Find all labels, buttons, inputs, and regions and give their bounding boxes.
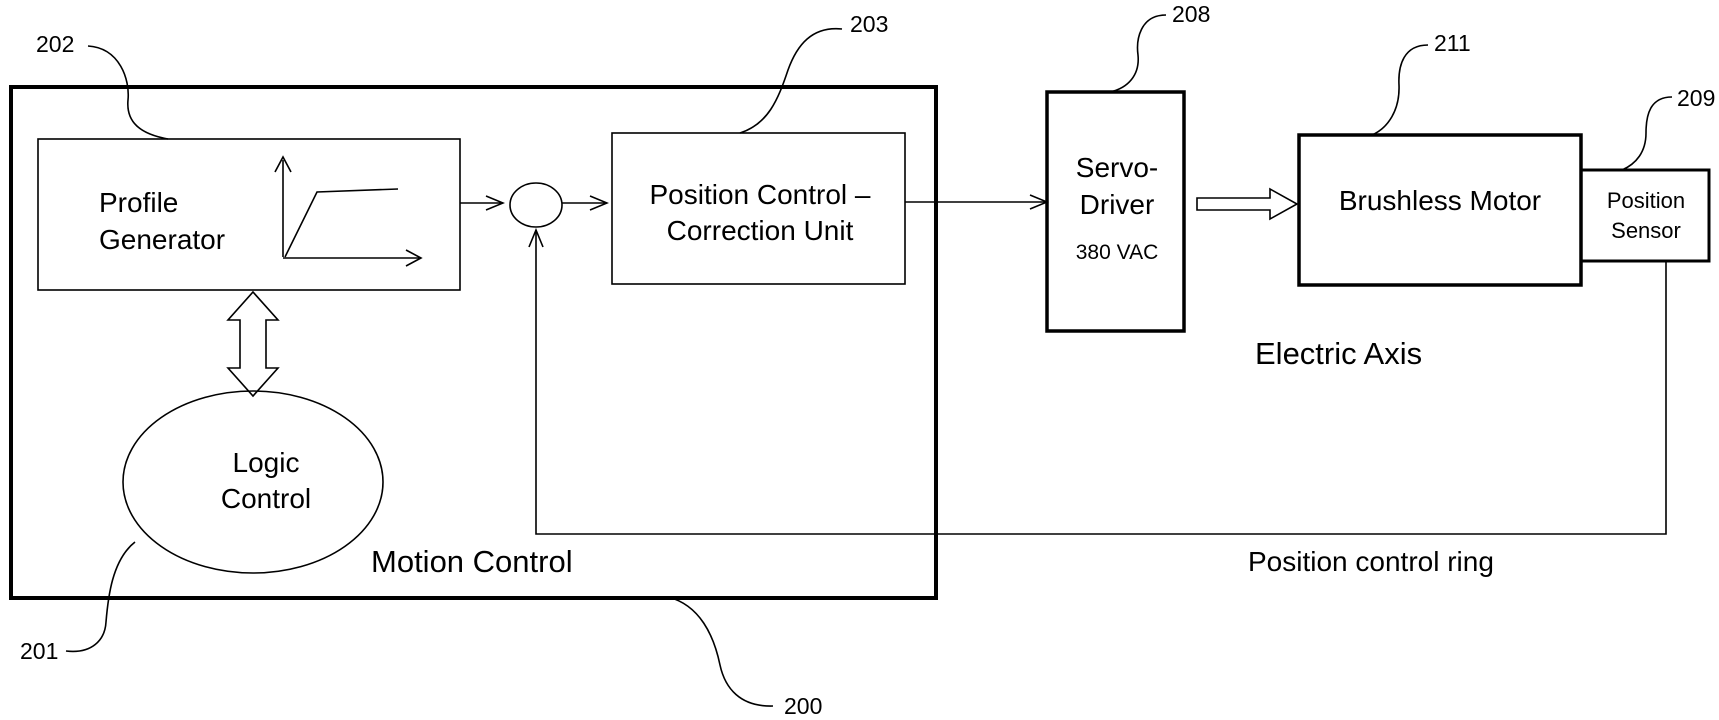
summing-junction [509, 182, 563, 228]
power-arrow-icon [1196, 187, 1299, 221]
leader-200 [667, 596, 774, 707]
profile-generator-label-line2: Generator [99, 224, 225, 255]
ref-211: 211 [1434, 30, 1471, 56]
ref-203: 203 [850, 11, 888, 37]
leader-202 [87, 45, 169, 140]
leader-208 [1109, 14, 1167, 93]
position-control-block [611, 132, 906, 285]
motion-control-frame [9, 85, 938, 600]
ref-209: 209 [1677, 85, 1715, 111]
leader-203 [739, 27, 843, 134]
servo-driver-block [1045, 90, 1186, 333]
logic-control-ellipse [122, 390, 384, 574]
brushless-motor-label: Brushless Motor [1339, 185, 1541, 216]
bidirectional-arrow-icon [226, 290, 280, 398]
position-control-label-line1: Position Control – [649, 179, 870, 210]
position-sensor-label-line2: Sensor [1611, 218, 1681, 243]
electric-axis-label: Electric Axis [1255, 336, 1422, 371]
logic-control-label-line2: Control [221, 483, 311, 514]
ref-200: 200 [784, 693, 822, 719]
leader-209 [1621, 96, 1673, 171]
feedback-ring-label: Position control ring [1248, 546, 1494, 577]
ref-202: 202 [36, 31, 74, 57]
velocity-profile-graph-icon [274, 155, 423, 267]
logic-control-label-line1: Logic [233, 447, 300, 478]
ref-208: 208 [1172, 1, 1210, 27]
motion-control-label: Motion Control [371, 544, 573, 579]
position-feedback-line [536, 230, 1667, 535]
leader-211 [1371, 44, 1429, 136]
profile-generator-label-line1: Profile [99, 187, 178, 218]
leader-lines [65, 14, 1673, 707]
position-control-label-line2: Correction Unit [667, 215, 854, 246]
leader-201 [65, 541, 136, 653]
servo-driver-label-line1: Servo- [1076, 152, 1158, 183]
servo-driver-voltage: 380 VAC [1076, 241, 1159, 264]
profile-generator-block [37, 138, 461, 291]
position-sensor-label-line1: Position [1607, 188, 1685, 213]
servo-driver-label-line2: Driver [1080, 189, 1155, 220]
ref-201: 201 [20, 638, 58, 664]
position-sensor-block [1579, 168, 1711, 263]
